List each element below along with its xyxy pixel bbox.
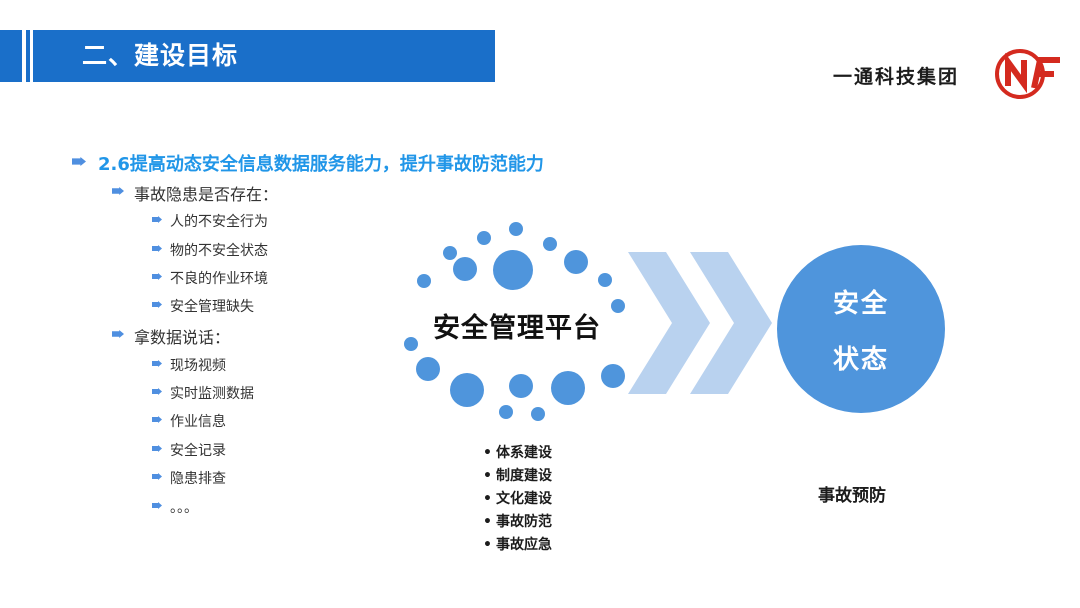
- list-item: •文化建设: [483, 491, 552, 507]
- platform-item-list: •体系建设 •制度建设 •文化建设 •事故防范 •事故应急: [483, 442, 552, 557]
- arrow-bullet-icon: [152, 388, 162, 395]
- arrow-bullet-icon: [112, 330, 124, 338]
- arrow-bullet-icon: [112, 187, 124, 195]
- arrow-bullet-icon: [152, 216, 162, 223]
- list-item: 隐患排查: [152, 468, 226, 488]
- arrow-bullet-icon: [152, 273, 162, 280]
- double-chevron-arrow-icon: [628, 252, 772, 394]
- list-item: 安全记录: [152, 440, 226, 460]
- header-bar: 二、建设目标: [0, 30, 495, 82]
- arrow-bullet-icon: [72, 157, 86, 166]
- decor-dot: [450, 373, 484, 407]
- list-item: 不良的作业环境: [152, 268, 268, 288]
- company-logo: [994, 48, 1064, 104]
- decor-dot: [417, 274, 431, 288]
- bullet-group-title: 拿数据说话：: [112, 324, 230, 348]
- decor-dot: [404, 337, 418, 351]
- arrow-bullet-icon: [152, 245, 162, 252]
- list-item: 。。。: [152, 497, 198, 517]
- list-item: 物的不安全状态: [152, 240, 268, 260]
- decor-dot: [453, 257, 477, 281]
- nf-logo-icon: [995, 49, 1060, 99]
- bullet-heading: 2.6提高动态安全信息数据服务能力，提升事故防范能力: [72, 150, 544, 176]
- safety-state-circle: 安全 状态: [777, 245, 945, 413]
- decor-dot: [499, 405, 513, 419]
- decor-dot: [443, 246, 457, 260]
- list-item: 实时监测数据: [152, 383, 254, 403]
- decor-dot: [543, 237, 557, 251]
- safety-state-line1: 安全: [832, 289, 889, 319]
- accident-prevention-caption: 事故预防: [818, 486, 886, 506]
- list-item: 人的不安全行为: [152, 211, 268, 231]
- header-stripe: [30, 30, 33, 82]
- safety-state-line2: 状态: [832, 345, 889, 375]
- page-title: 二、建设目标: [82, 41, 239, 70]
- decor-dot: [416, 357, 440, 381]
- list-item: •体系建设: [483, 445, 552, 461]
- arrow-bullet-icon: [152, 445, 162, 452]
- bullet-group-title: 事故隐患是否存在：: [112, 181, 278, 205]
- arrow-bullet-icon: [152, 416, 162, 423]
- arrow-bullet-icon: [152, 360, 162, 367]
- decor-dot: [509, 222, 523, 236]
- arrow-bullet-icon: [152, 473, 162, 480]
- decor-dot: [531, 407, 545, 421]
- list-item: •事故防范: [483, 514, 552, 530]
- company-name: 一通科技集团: [833, 66, 960, 88]
- list-item: 现场视频: [152, 355, 226, 375]
- list-item: 作业信息: [152, 411, 226, 431]
- decor-dot: [477, 231, 491, 245]
- platform-label: 安全管理平台: [433, 313, 601, 344]
- decor-dot: [601, 364, 625, 388]
- decor-dot: [509, 374, 533, 398]
- arrow-bullet-icon: [152, 502, 162, 509]
- header-stripe: [22, 30, 26, 82]
- decor-dot: [564, 250, 588, 274]
- decor-dot: [551, 371, 585, 405]
- list-item: 安全管理缺失: [152, 296, 254, 316]
- arrow-bullet-icon: [152, 301, 162, 308]
- decor-dot: [493, 250, 533, 290]
- list-item: •制度建设: [483, 468, 552, 484]
- decor-dot: [598, 273, 612, 287]
- decor-dot: [611, 299, 625, 313]
- list-item: •事故应急: [483, 537, 552, 553]
